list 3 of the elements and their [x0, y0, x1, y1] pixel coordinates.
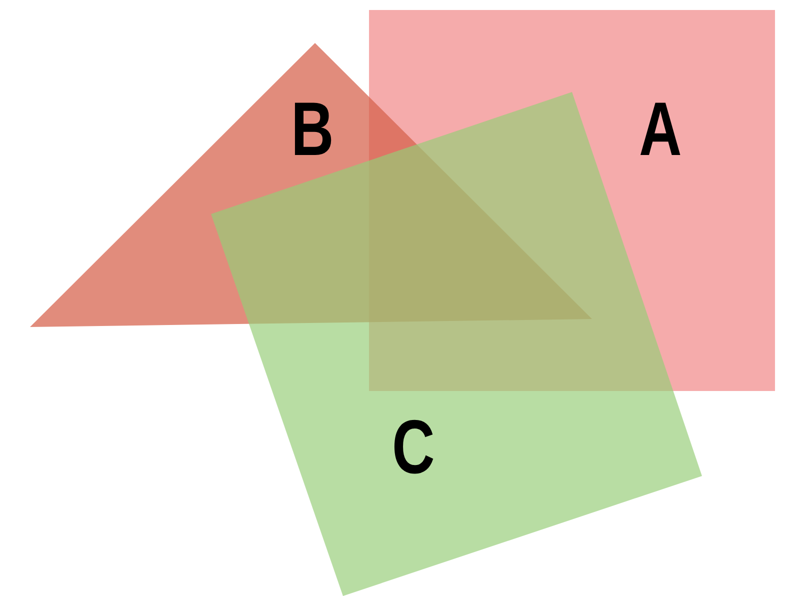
shape-label: C: [392, 410, 435, 486]
shape-label: A: [639, 92, 682, 168]
shape-label: B: [291, 92, 334, 168]
